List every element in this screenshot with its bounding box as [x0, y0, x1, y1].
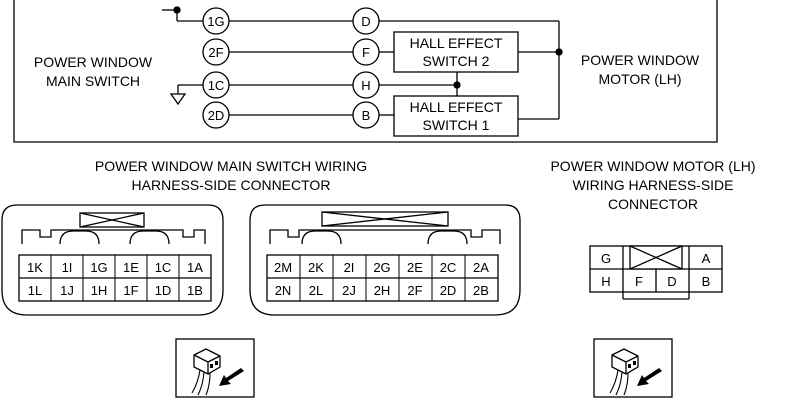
pin-2K: 2K [308, 260, 324, 275]
motor-terminal-H: H [352, 71, 380, 99]
pin-1G: 1G [90, 260, 107, 275]
pin-F: F [635, 274, 643, 289]
svg-text:WIRING HARNESS-SIDE: WIRING HARNESS-SIDE [572, 177, 733, 193]
svg-text:SWITCH 1: SWITCH 1 [423, 117, 490, 133]
pin-2L: 2L [309, 283, 323, 298]
pin-D: D [667, 274, 676, 289]
main-switch-label: POWER WINDOW MAIN SWITCH [34, 54, 153, 89]
svg-text:B: B [362, 108, 371, 123]
svg-text:MOTOR (LH): MOTOR (LH) [599, 71, 682, 87]
schematic: 1G 2F 1C 2D D F H B [13, 0, 718, 143]
pin-1A: 1A [187, 260, 203, 275]
connector-housing [249, 204, 521, 316]
pin-A: A [702, 251, 711, 266]
schematic-frame [13, 0, 718, 143]
pin-2N: 2N [275, 283, 292, 298]
svg-text:F: F [362, 45, 370, 60]
svg-text:POWER WINDOW: POWER WINDOW [581, 52, 700, 68]
svg-text:D: D [361, 14, 370, 29]
connector-latch-profile [269, 229, 501, 244]
switch-terminal-1G: 1G [202, 7, 230, 35]
svg-text:MAIN SWITCH: MAIN SWITCH [46, 73, 140, 89]
pin-2I: 2I [344, 260, 355, 275]
hall-effect-switch-1: HALL EFFECT SWITCH 1 [393, 95, 519, 137]
switch-terminal-1C: 1C [202, 71, 230, 99]
svg-text:SWITCH 2: SWITCH 2 [423, 53, 490, 69]
pin-1K: 1K [27, 260, 43, 275]
pin-1D: 1D [155, 283, 172, 298]
pin-2E: 2E [407, 260, 423, 275]
pin-B: B [702, 274, 711, 289]
svg-text:POWER WINDOW MOTOR (LH): POWER WINDOW MOTOR (LH) [550, 158, 755, 174]
switch-terminal-2D: 2D [202, 101, 230, 129]
pin-2F: 2F [407, 283, 422, 298]
pin-2D: 2D [440, 283, 457, 298]
pin-H: H [601, 274, 610, 289]
pin-2A: 2A [473, 260, 489, 275]
hall-effect-switch-2: HALL EFFECT SWITCH 2 [393, 31, 519, 73]
pin-1C: 1C [155, 260, 172, 275]
pin-2G: 2G [373, 260, 390, 275]
pin-row-top: 1K 1I 1G 1E 1C 1A [27, 260, 203, 275]
motor-terminal-B: B [352, 101, 380, 129]
pin-1L: 1L [28, 283, 42, 298]
harness-view-icon [175, 338, 255, 398]
connector-latch-profile [21, 229, 206, 244]
schematic-wires [162, 6, 563, 120]
pin-row-bottom: 1L 1J 1H 1F 1D 1B [28, 283, 203, 298]
svg-text:HALL EFFECT: HALL EFFECT [410, 99, 503, 115]
pin-1E: 1E [123, 260, 139, 275]
svg-text:POWER WINDOW: POWER WINDOW [34, 54, 153, 70]
pin-1J: 1J [60, 283, 74, 298]
connector-lock-tab [321, 211, 449, 227]
svg-text:HARNESS-SIDE CONNECTOR: HARNESS-SIDE CONNECTOR [132, 177, 331, 193]
pin-row-top: 2M 2K 2I 2G 2E 2C 2A [274, 260, 489, 275]
svg-text:HALL EFFECT: HALL EFFECT [410, 35, 503, 51]
connector-housing [1, 204, 224, 316]
pin-row-bottom: 2N 2L 2J 2H 2F 2D 2B [275, 283, 489, 298]
harness-view-icon [593, 338, 673, 398]
pin-G: G [601, 251, 611, 266]
pin-2H: 2H [374, 283, 391, 298]
main-connector-title: POWER WINDOW MAIN SWITCH WIRING HARNESS-… [95, 158, 367, 193]
svg-text:H: H [361, 78, 370, 93]
pin-1B: 1B [187, 283, 203, 298]
motor-terminal-D: D [352, 7, 380, 35]
motor-label: POWER WINDOW MOTOR (LH) [581, 52, 700, 87]
pin-2B: 2B [473, 283, 489, 298]
connector-lock-tab [79, 212, 145, 228]
main-connector-right: 2M 2K 2I 2G 2E 2C 2A 2N 2L 2J 2H 2F 2D 2… [249, 204, 521, 316]
switch-terminal-2F: 2F [202, 38, 230, 66]
svg-text:2D: 2D [208, 108, 225, 123]
pin-1I: 1I [62, 260, 73, 275]
main-connector-left: 1K 1I 1G 1E 1C 1A 1L 1J 1H 1F 1D 1B [1, 204, 224, 316]
pin-1H: 1H [91, 283, 108, 298]
svg-text:CONNECTOR: CONNECTOR [608, 196, 698, 212]
pin-2C: 2C [440, 260, 457, 275]
svg-text:1G: 1G [207, 14, 224, 29]
svg-text:1C: 1C [208, 78, 225, 93]
motor-connector: G A H F D B [589, 245, 723, 300]
pin-2J: 2J [342, 283, 356, 298]
motor-terminal-F: F [352, 38, 380, 66]
svg-text:POWER WINDOW MAIN SWITCH WIRIN: POWER WINDOW MAIN SWITCH WIRING [95, 158, 367, 174]
motor-connector-title: POWER WINDOW MOTOR (LH) WIRING HARNESS-S… [550, 158, 755, 212]
svg-text:2F: 2F [208, 45, 223, 60]
pin-2M: 2M [274, 260, 292, 275]
pin-1F: 1F [123, 283, 138, 298]
